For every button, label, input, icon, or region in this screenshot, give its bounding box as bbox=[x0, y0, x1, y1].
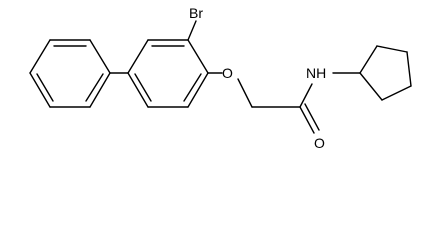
bromine-label: Br bbox=[189, 5, 203, 21]
carbonyl-double-bond bbox=[299, 103, 320, 134]
amide-nitrogen-label: NH bbox=[306, 65, 326, 81]
ether-oxygen-label: O bbox=[222, 65, 233, 81]
chemical-structure: Br O O NH bbox=[29, 5, 412, 151]
carbonyl-oxygen-label: O bbox=[314, 135, 325, 151]
cyclopentyl-ring bbox=[359, 45, 412, 101]
phenyl-ring bbox=[29, 39, 111, 108]
bromophenyl-ring bbox=[127, 39, 209, 108]
carbonyl-nitrogen-bond bbox=[299, 83, 313, 108]
c-br-bond bbox=[187, 20, 197, 41]
oxygen-methylene-bond bbox=[237, 78, 253, 108]
